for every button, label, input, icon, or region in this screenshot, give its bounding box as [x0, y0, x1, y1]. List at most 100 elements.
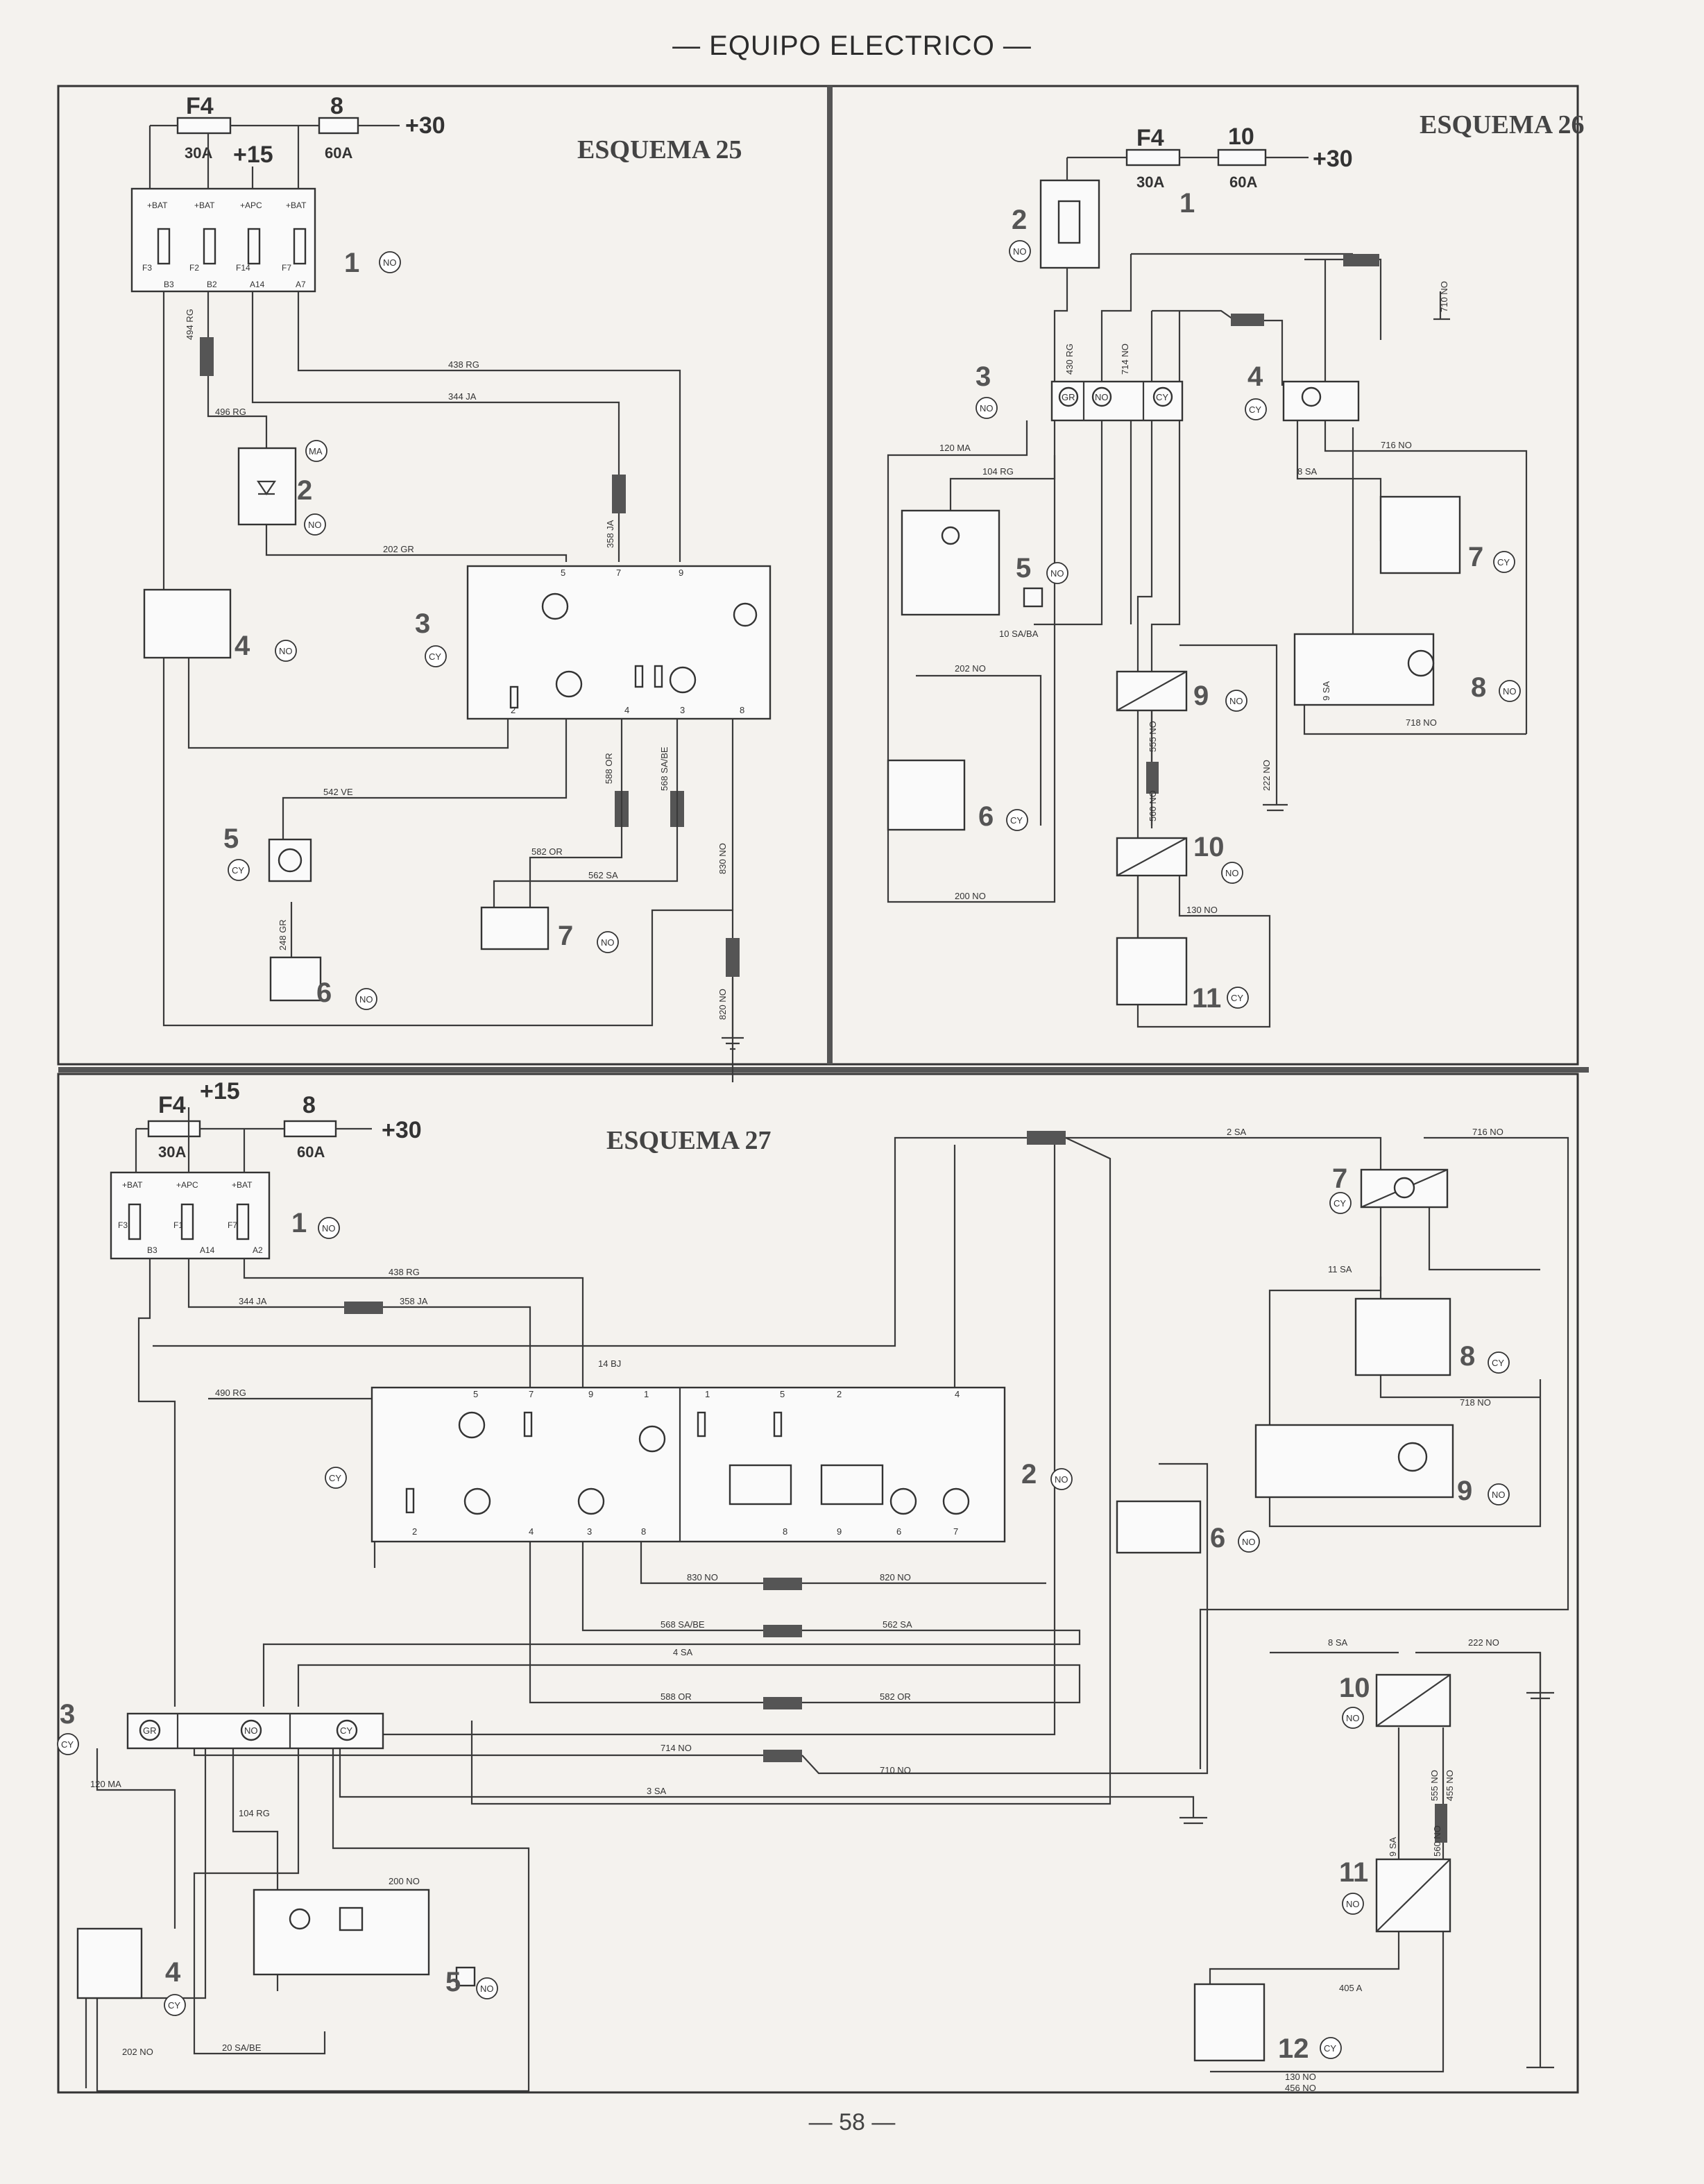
component-code-badge: CY [1249, 404, 1261, 415]
esquema27-component-12 [1193, 1983, 1266, 2062]
svg-text:2: 2 [837, 1389, 842, 1399]
svg-text:2: 2 [412, 1526, 417, 1537]
wire-label: 120 MA [939, 443, 971, 453]
box-pin: B3 [147, 1245, 157, 1255]
component-code-badge: CY [1334, 1198, 1346, 1209]
connector-color: CY [1156, 392, 1168, 402]
wire-label: 455 NO [1445, 1770, 1455, 1801]
svg-text:3: 3 [680, 705, 685, 715]
component-number: 7 [558, 921, 573, 951]
fuse-label: F4 [186, 93, 214, 119]
wire-label: 718 NO [1460, 1397, 1491, 1408]
esquema26-wires [887, 253, 1528, 1028]
esquema26-component-11 [1116, 937, 1188, 1006]
component-number: 3 [415, 608, 430, 639]
component-number: 12 [1278, 2033, 1309, 2064]
esquema25-supply-fuses: F4 8 30A 60A +15 +30 [150, 93, 445, 168]
esquema-27-title: ESQUEMA 27 [606, 1126, 772, 1155]
svg-text:4: 4 [529, 1526, 534, 1537]
esquema26-connector-3: GR NO CY [1050, 380, 1184, 422]
component-number: 7 [1332, 1163, 1347, 1194]
component-code-badge: CY [329, 1473, 341, 1483]
connector-color: NO [1095, 392, 1109, 402]
svg-text:2: 2 [511, 705, 516, 715]
wire-label: 496 RG [215, 407, 246, 417]
fuse-label: F4 [1136, 125, 1164, 151]
esquema25-component-5 [268, 838, 312, 882]
wire-label: 8 SA [1328, 1637, 1348, 1648]
component-code-badge: NO [279, 646, 293, 656]
box-fuse: F3 [118, 1220, 128, 1230]
svg-text:7: 7 [953, 1526, 958, 1537]
esquema-27: ESQUEMA 27 F4 8 30A 60A +15 +30 +BAT +AP… [57, 1078, 1569, 2093]
wire-label: 202 GR [383, 544, 414, 554]
component-number: 1 [291, 1208, 307, 1238]
component-code-badge: MA [309, 446, 323, 457]
component-number: 5 [223, 824, 239, 854]
box-pin: B2 [207, 280, 217, 289]
wire-label: 562 SA [588, 870, 618, 880]
wire-label: 456 NO [1285, 2083, 1316, 2093]
box-header: +BAT [147, 201, 168, 210]
box-header: +BAT [286, 201, 307, 210]
component-number: 11 [1339, 1857, 1368, 1888]
svg-text:1: 1 [705, 1389, 710, 1399]
component-code-badge: NO [1013, 246, 1027, 257]
esquema27-module-2: 5 7 9 1 1 5 2 4 2 4 3 8 8 9 6 7 [370, 1386, 1006, 1543]
box-header: +APC [240, 201, 262, 210]
svg-text:8: 8 [740, 705, 744, 715]
box-pin: A7 [296, 280, 306, 289]
wire-label: 104 RG [239, 1808, 270, 1818]
component-code-badge: NO [1055, 1474, 1068, 1485]
box-fuse: F2 [189, 263, 199, 273]
wire-label: 830 NO [717, 843, 728, 874]
fuse-label: 8 [303, 1092, 316, 1118]
component-code-badge: NO [359, 994, 373, 1005]
component-code-badge: NO [308, 520, 322, 530]
wire-label: 4 SA [673, 1647, 693, 1657]
box-header: +APC [176, 1180, 198, 1190]
fuse-rating: 60A [325, 144, 352, 162]
esquema25-component-4 [143, 588, 232, 659]
wire-label: 438 RG [448, 359, 479, 370]
component-number: 3 [60, 1699, 75, 1730]
wire-label: 714 NO [1120, 343, 1130, 375]
fuse-rating: 30A [158, 1143, 186, 1161]
component-number: 6 [1210, 1523, 1225, 1553]
component-code-badge: CY [1497, 557, 1510, 568]
wire-label: 555 NO [1429, 1770, 1440, 1801]
wire-label: 716 NO [1472, 1127, 1503, 1137]
esquema27-component-5 [253, 1888, 430, 1976]
component-code-badge: NO [1229, 696, 1243, 706]
fuse-rating: 30A [1136, 173, 1164, 191]
wire-label: 8 SA [1297, 466, 1318, 477]
component-number: 3 [975, 361, 991, 392]
esquema26-component-8 [1293, 633, 1435, 706]
fuse-label: F4 [158, 1092, 186, 1118]
component-code-badge: NO [1346, 1713, 1360, 1723]
wire-label: 438 RG [389, 1267, 420, 1277]
wire-label: 200 NO [389, 1876, 420, 1886]
component-number: 2 [297, 475, 312, 506]
box-fuse: F14 [236, 263, 250, 273]
wire-label: 568 SA/BE [659, 747, 670, 791]
component-code-badge: CY [1231, 993, 1243, 1003]
wire-label: 820 NO [880, 1572, 911, 1582]
wire-label: 588 OR [661, 1691, 692, 1702]
component-number: 8 [1460, 1341, 1475, 1372]
component-code-badge: CY [1324, 2043, 1336, 2054]
esquema26-connector-4 [1282, 380, 1360, 422]
svg-text:4: 4 [955, 1389, 960, 1399]
esquema25-wires [162, 291, 744, 1082]
wire-label: 562 SA [883, 1619, 912, 1630]
svg-text:4: 4 [624, 705, 629, 715]
svg-text:7: 7 [529, 1389, 534, 1399]
esquema27-wires [85, 1131, 1569, 2092]
component-number: 1 [344, 248, 359, 278]
component-number: 2 [1021, 1459, 1037, 1490]
component-code-badge: NO [980, 403, 994, 413]
svg-text:8: 8 [783, 1526, 787, 1537]
wire-label: 248 GR [278, 919, 288, 950]
supply-plus15: +15 [200, 1078, 240, 1104]
